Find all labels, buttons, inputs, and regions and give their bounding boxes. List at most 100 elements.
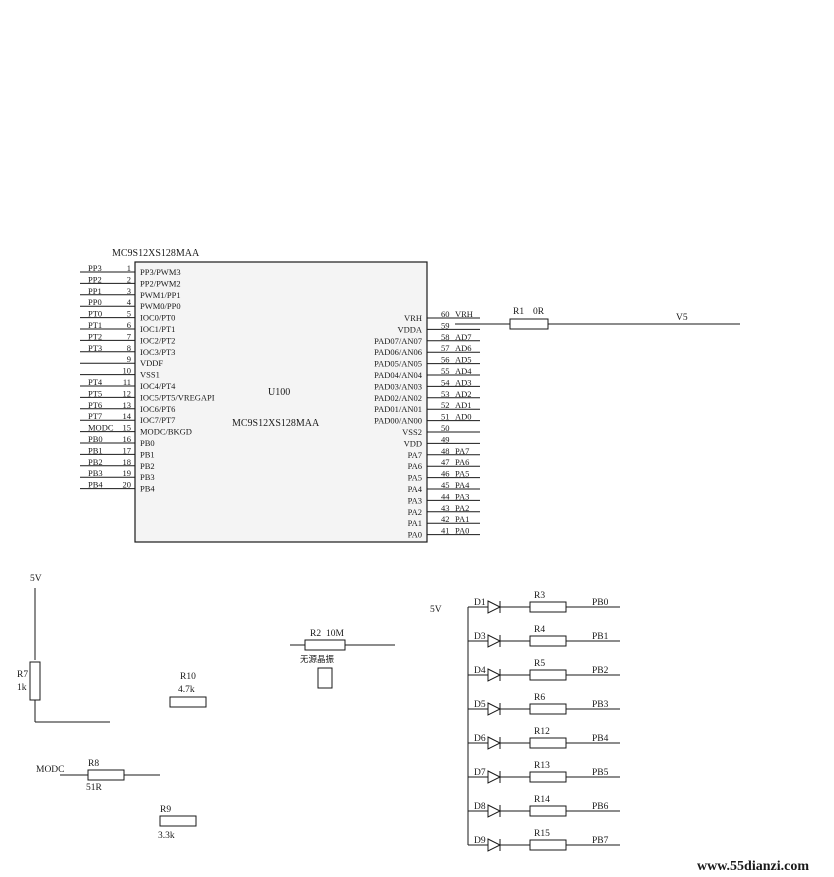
left-pin-13-name: IOC6/PT6 bbox=[140, 404, 175, 414]
r9-value: 3.3k bbox=[158, 831, 175, 841]
led-d3-label: D3 bbox=[474, 632, 486, 642]
r2-value: 10M bbox=[326, 629, 345, 639]
led-d9-label: D9 bbox=[474, 836, 486, 846]
right-pin-42-net: PA1 bbox=[455, 514, 469, 524]
left-pin-10-name: VSS1 bbox=[140, 370, 160, 380]
right-pin-54-number: 54 bbox=[441, 377, 450, 387]
led-resistor bbox=[529, 805, 567, 817]
right-pin-46-number: 46 bbox=[441, 469, 450, 479]
right-pin-59-name: VDDA bbox=[397, 324, 422, 334]
led-resistor bbox=[529, 737, 567, 749]
right-pin-57-number: 57 bbox=[441, 343, 450, 353]
left-pin-16-net: PB0 bbox=[88, 434, 103, 444]
left-pin-7-net: PT2 bbox=[88, 331, 102, 341]
left-pin-4-number: 4 bbox=[127, 297, 132, 307]
left-pin-15-number: 15 bbox=[123, 423, 132, 433]
right-pin-52-name: PAD01/AN01 bbox=[374, 404, 422, 414]
right-pin-55-name: PAD04/AN04 bbox=[374, 370, 423, 380]
led-net-pb0: PB0 bbox=[592, 598, 609, 608]
left-pin-1-name: PP3/PWM3 bbox=[140, 267, 181, 277]
led-net-pb1: PB1 bbox=[592, 632, 609, 642]
right-pin-44-number: 44 bbox=[441, 491, 450, 501]
mcu-left-pins: PP3/PWM31PP3PP2/PWM22PP2PWM1/PP13PP1PWM0… bbox=[80, 263, 215, 494]
left-pin-19-net: PB3 bbox=[88, 468, 103, 478]
left-pin-13-net: PT6 bbox=[88, 400, 102, 410]
right-pin-54-net: AD3 bbox=[455, 377, 472, 387]
left-pin-15-net: MODC bbox=[88, 423, 114, 433]
watermark: www.55dianzi.com bbox=[697, 859, 809, 874]
right-pin-43-name: PA2 bbox=[408, 507, 422, 517]
r8-value: 51R bbox=[86, 783, 103, 793]
left-pin-2-name: PP2/PWM2 bbox=[140, 278, 181, 288]
left-pin-12-net: PT5 bbox=[88, 388, 102, 398]
right-pin-51-number: 51 bbox=[441, 412, 450, 422]
right-pin-48-net: PA7 bbox=[455, 446, 469, 456]
left-pin-17-number: 17 bbox=[123, 445, 132, 455]
right-pin-50-number: 50 bbox=[441, 423, 450, 433]
led-r15-label: R15 bbox=[534, 829, 550, 839]
power-led-5v: 5V bbox=[30, 574, 42, 584]
r2-label: R2 bbox=[310, 629, 321, 639]
led-vcc-label: 5V bbox=[430, 605, 442, 615]
left-pin-8-name: IOC3/PT3 bbox=[140, 347, 175, 357]
right-pin-57-name: PAD06/AN06 bbox=[374, 347, 422, 357]
left-pin-4-name: PWM0/PP0 bbox=[140, 301, 181, 311]
mcu-part-center: MC9S12XS128MAA bbox=[232, 418, 320, 429]
led-triangle bbox=[487, 634, 502, 648]
left-pin-13-number: 13 bbox=[123, 400, 132, 410]
led-resistor bbox=[529, 839, 567, 851]
led-d4-label: D4 bbox=[474, 666, 486, 676]
right-pin-42-number: 42 bbox=[441, 514, 450, 524]
left-pin-11-net: PT4 bbox=[88, 377, 103, 387]
right-pin-58-net: AD7 bbox=[455, 332, 472, 342]
left-pin-18-name: PB2 bbox=[140, 461, 155, 471]
right-pin-52-net: AD1 bbox=[455, 400, 472, 410]
left-pin-8-number: 8 bbox=[127, 343, 131, 353]
right-pin-58-number: 58 bbox=[441, 332, 450, 342]
reset-area: MODC R8 51R R9 3.3k R10 4.7k bbox=[36, 672, 207, 841]
right-pin-58-name: PAD07/AN07 bbox=[374, 336, 422, 346]
left-pin-20-name: PB4 bbox=[140, 484, 155, 494]
right-pin-47-name: PA6 bbox=[408, 461, 422, 471]
led-array: 5VD1R3PB0D3R4PB1D4R5PB2D5R6PB3D6R12PB4D7… bbox=[430, 591, 620, 852]
right-pin-59-number: 59 bbox=[441, 320, 450, 330]
led-triangle bbox=[487, 600, 502, 614]
left-pin-1-net: PP3 bbox=[88, 263, 102, 273]
led-triangle bbox=[487, 838, 502, 852]
left-pin-19-number: 19 bbox=[123, 468, 132, 478]
mcu-part-top: MC9S12XS128MAA bbox=[112, 248, 200, 259]
left-pin-5-number: 5 bbox=[127, 309, 131, 319]
led-triangle bbox=[487, 736, 502, 750]
right-pin-47-net: PA6 bbox=[455, 457, 469, 467]
left-pin-10-number: 10 bbox=[123, 366, 132, 376]
led-resistor bbox=[529, 601, 567, 613]
right-pin-45-net: PA4 bbox=[455, 480, 470, 490]
left-pin-5-net: PT0 bbox=[88, 309, 102, 319]
right-pin-56-number: 56 bbox=[441, 355, 450, 365]
r1-value: 0R bbox=[533, 307, 545, 317]
led-r5-label: R5 bbox=[534, 659, 545, 669]
r7-label: R7 bbox=[17, 670, 28, 680]
left-pin-2-number: 2 bbox=[127, 274, 131, 284]
right-pin-54-name: PAD03/AN03 bbox=[374, 381, 422, 391]
left-pin-18-number: 18 bbox=[123, 457, 132, 467]
power-led-branch: 5V R7 1k bbox=[17, 574, 110, 723]
left-pin-7-name: IOC2/PT2 bbox=[140, 335, 175, 345]
led-d6-label: D6 bbox=[474, 734, 486, 744]
left-pin-16-number: 16 bbox=[123, 434, 132, 444]
right-pin-41-name: PA0 bbox=[408, 530, 422, 540]
r10-label: R10 bbox=[180, 672, 196, 682]
right-pin-53-number: 53 bbox=[441, 389, 450, 399]
left-pin-8-net: PT3 bbox=[88, 343, 102, 353]
mcu-body bbox=[134, 261, 428, 543]
right-pin-43-number: 43 bbox=[441, 503, 450, 513]
left-pin-7-number: 7 bbox=[127, 331, 131, 341]
led-r6-label: R6 bbox=[534, 693, 545, 703]
left-pin-11-number: 11 bbox=[123, 377, 131, 387]
right-pin-44-name: PA3 bbox=[408, 495, 422, 505]
left-pin-15-name: MODC/BKGD bbox=[140, 427, 192, 437]
led-d7-label: D7 bbox=[474, 768, 486, 778]
left-pin-5-name: IOC0/PT0 bbox=[140, 313, 175, 323]
